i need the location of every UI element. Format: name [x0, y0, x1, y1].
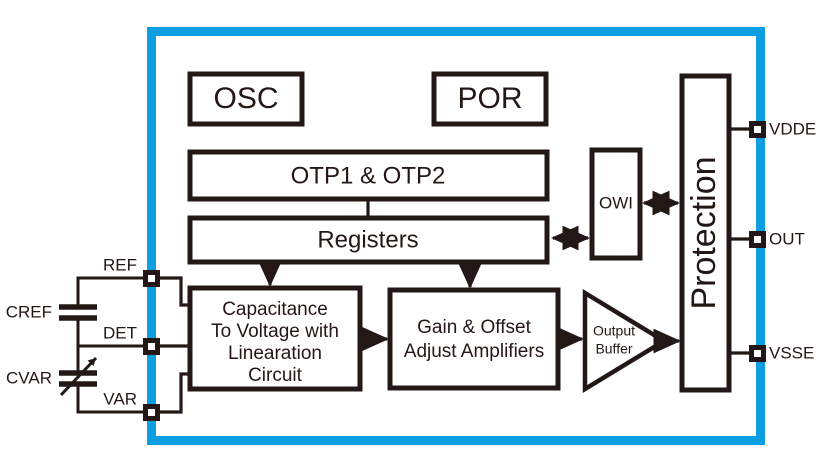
- pin-ref: [143, 270, 160, 287]
- block-gain-offset: [387, 287, 561, 391]
- pin-out: [749, 231, 766, 248]
- block-output-buffer: [582, 289, 669, 393]
- wire-var-to-ctov: [157, 372, 189, 414]
- wire-var-net: [76, 386, 143, 414]
- pin-vsse-label: VSSE: [769, 343, 814, 362]
- block-otp: [187, 149, 550, 202]
- pin-det: [143, 338, 160, 355]
- variable-capacitor-arrow-icon: [59, 356, 98, 397]
- block-protection: [679, 73, 732, 393]
- wire-ref-to-ctov: [157, 276, 189, 307]
- block-buffer-label-line2: Buffer: [595, 341, 632, 357]
- pin-vdde: [749, 121, 766, 138]
- block-por-label: POR: [457, 82, 522, 115]
- block-por: [431, 71, 549, 127]
- component-cref: [59, 304, 97, 321]
- block-ctov-label-line3: Linearation: [228, 343, 322, 364]
- pin-ref-label: REF: [103, 255, 137, 274]
- pin-var: [143, 404, 160, 421]
- pin-vsse: [749, 345, 766, 362]
- block-registers: [187, 215, 550, 265]
- pin-det-label: DET: [103, 323, 137, 342]
- wire-ref-net: [76, 276, 143, 305]
- block-capacitance-to-voltage: [187, 285, 363, 392]
- block-ctov-label-line2: To Voltage with: [211, 321, 339, 342]
- variable-capacitor-arrowhead-icon: [87, 358, 96, 366]
- block-owi-label: OWI: [599, 193, 633, 212]
- pin-var-label: VAR: [103, 389, 137, 408]
- block-osc: [187, 71, 305, 127]
- pin-out-label: OUT: [769, 229, 805, 248]
- block-buffer-label-line1: Output: [593, 323, 635, 339]
- block-registers-label: Registers: [317, 226, 418, 253]
- component-cvar: [59, 356, 98, 397]
- block-gain-label-line1: Gain & Offset: [417, 317, 531, 338]
- block-protection-label: Protection: [685, 156, 723, 309]
- block-gain-label-line2: Adjust Amplifiers: [404, 341, 544, 362]
- block-owi: [589, 147, 643, 261]
- block-otp-label: OTP1 & OTP2: [291, 162, 446, 189]
- component-cref-label: CREF: [6, 302, 52, 321]
- block-ctov-label-line4: Circuit: [248, 365, 303, 386]
- pin-vdde-label: VDDE: [769, 119, 816, 138]
- block-ctov-label-line1: Capacitance: [222, 299, 328, 320]
- component-cvar-label: CVAR: [6, 368, 52, 387]
- block-osc-label: OSC: [213, 82, 278, 115]
